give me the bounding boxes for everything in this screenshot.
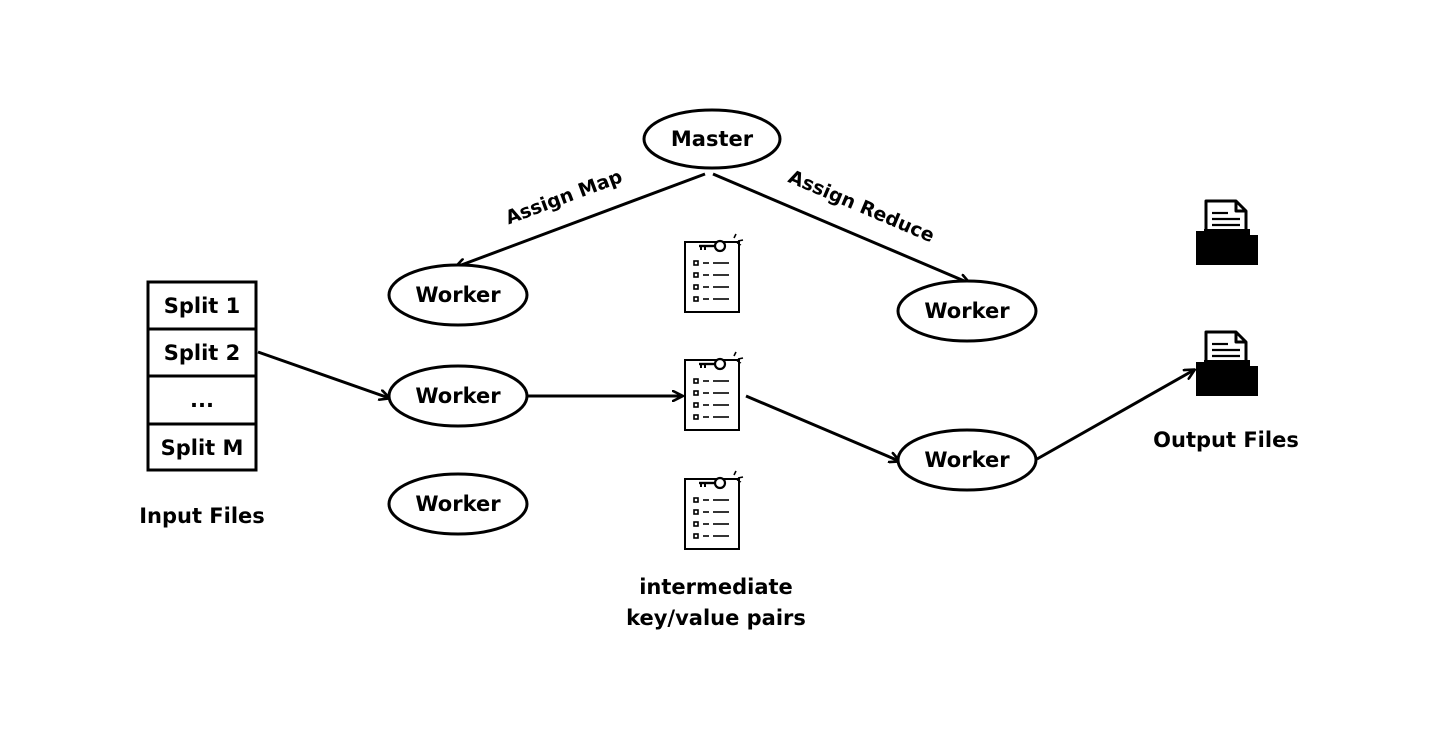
- master-label: Master: [671, 127, 754, 151]
- intermediate-caption-line1: intermediate: [639, 575, 793, 599]
- key-list-document-icon: [685, 352, 743, 430]
- key-list-document-icon: [685, 471, 743, 549]
- master-node: Master: [642, 108, 782, 170]
- worker-label: Worker: [924, 448, 1010, 472]
- map-worker-2: Worker: [387, 364, 529, 428]
- split-to-worker-arrow: [257, 350, 389, 398]
- document-folder-icon: [1194, 330, 1260, 398]
- map-worker-1: Worker: [387, 263, 529, 327]
- intermediate-to-reducer-arrow: [745, 394, 899, 461]
- document-folder-icon: [1194, 199, 1260, 267]
- input-files-stack: Split 1 Split 2 ... Split M: [146, 280, 258, 472]
- output-files-caption: Output Files: [1153, 428, 1299, 452]
- assign-map-arrow: [456, 172, 706, 267]
- worker-label: Worker: [415, 384, 501, 408]
- reduce-worker-1: Worker: [896, 279, 1038, 343]
- assign-map-label: Assign Map: [502, 166, 625, 230]
- input-files-caption: Input Files: [139, 504, 265, 528]
- worker-label: Worker: [415, 492, 501, 516]
- assign-reduce-arrow: [712, 172, 969, 283]
- worker-label: Worker: [924, 299, 1010, 323]
- worker-label: Worker: [415, 283, 501, 307]
- reducer-to-output-arrow: [1036, 370, 1194, 461]
- split-label: Split M: [161, 436, 244, 460]
- edges: [257, 172, 1194, 461]
- split-label: Split 2: [164, 341, 241, 365]
- split-label: Split 1: [164, 294, 241, 318]
- key-list-document-icon: [685, 234, 743, 312]
- assign-reduce-label: Assign Reduce: [785, 166, 938, 247]
- reduce-worker-2: Worker: [896, 428, 1038, 492]
- map-worker-3: Worker: [387, 472, 529, 536]
- split-label: ...: [190, 388, 214, 412]
- intermediate-caption-line2: key/value pairs: [626, 606, 806, 630]
